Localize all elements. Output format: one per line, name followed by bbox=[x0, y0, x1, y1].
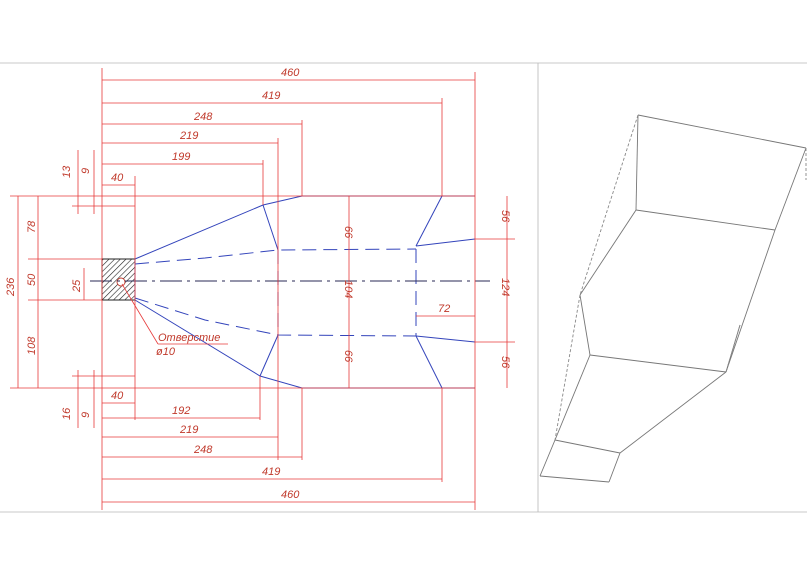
dim-top-199: 199 bbox=[172, 151, 190, 163]
dim-top-248: 248 bbox=[193, 111, 213, 123]
hole-note-diameter: ø10 bbox=[156, 346, 176, 358]
extension-lines bbox=[10, 68, 515, 510]
left-dimensions: 236 78 50 108 25 13 9 16 9 bbox=[5, 150, 95, 428]
dim-top-219: 219 bbox=[179, 130, 198, 142]
dim-left-16: 16 bbox=[61, 407, 73, 420]
dim-bottom-219: 219 bbox=[179, 424, 198, 436]
dim-bottom-419: 419 bbox=[262, 466, 280, 478]
dim-left-236: 236 bbox=[5, 277, 17, 297]
dim-bottom-40: 40 bbox=[111, 390, 124, 402]
bottom-dimensions: 40 192 219 248 419 460 bbox=[102, 390, 475, 503]
dim-left-13: 13 bbox=[61, 165, 73, 178]
dim-top-419: 419 bbox=[262, 90, 280, 102]
hole-circle bbox=[116, 277, 126, 287]
dim-mid-66-top: 66 bbox=[342, 226, 354, 239]
dim-mid-72: 72 bbox=[438, 303, 450, 315]
hole-note-title: Отверстие bbox=[158, 332, 220, 344]
plan-view bbox=[90, 195, 490, 389]
hidden-inner-top bbox=[134, 248, 417, 265]
dim-right-124: 124 bbox=[499, 278, 511, 296]
dim-top-40: 40 bbox=[111, 172, 124, 184]
dim-mid-66-bottom: 66 bbox=[342, 350, 354, 363]
top-dimensions: 460 419 248 219 199 40 bbox=[102, 67, 475, 186]
dim-mid-104: 104 bbox=[342, 280, 354, 298]
dim-left-78: 78 bbox=[26, 220, 38, 233]
hidden-inner-bottom bbox=[134, 297, 417, 337]
dim-bottom-248: 248 bbox=[193, 444, 213, 456]
dim-left-25: 25 bbox=[71, 279, 83, 293]
isometric-view bbox=[539, 114, 807, 483]
dim-left-50: 50 bbox=[26, 273, 38, 286]
dim-bottom-192: 192 bbox=[172, 405, 190, 417]
dim-left-9-top: 9 bbox=[80, 168, 92, 174]
dim-bottom-460: 460 bbox=[281, 489, 300, 501]
dim-top-460: 460 bbox=[281, 67, 300, 79]
middle-dimensions: 66 104 66 72 bbox=[342, 196, 475, 388]
sheet-frame bbox=[0, 62, 807, 513]
hole-note: Отверстие ø10 bbox=[121, 283, 228, 358]
dim-right-56-top: 56 bbox=[499, 210, 511, 223]
dim-left-108: 108 bbox=[26, 336, 38, 355]
dim-left-9-bottom: 9 bbox=[80, 412, 92, 418]
right-dimensions: 56 124 56 bbox=[499, 196, 511, 388]
dim-right-56-bottom: 56 bbox=[499, 356, 511, 369]
